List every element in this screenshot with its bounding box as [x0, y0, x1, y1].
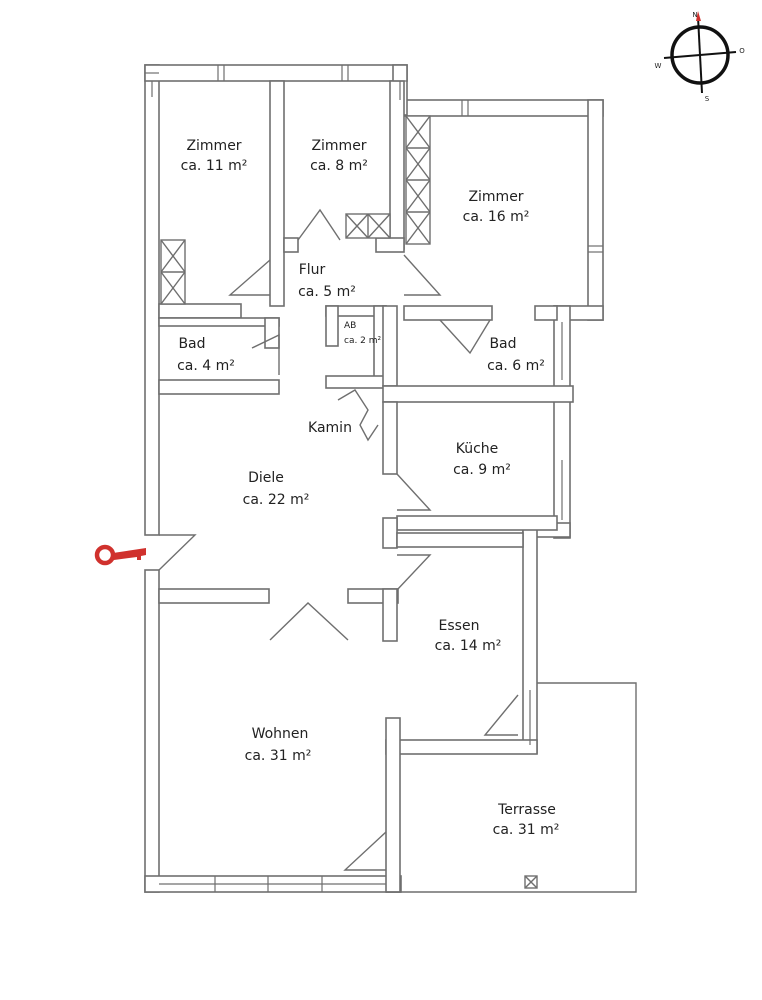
room-bad-2: Bad ca. 6 m²	[487, 336, 545, 374]
room-area: ca. 8 m²	[310, 158, 368, 174]
room-name: Flur	[299, 262, 326, 278]
room-zimmer-1: Zimmer ca. 11 m²	[181, 138, 248, 174]
windows	[145, 65, 603, 892]
room-area: ca. 9 m²	[453, 462, 511, 478]
compass-east: O	[739, 47, 745, 55]
room-terrasse: Terrasse ca. 31 m²	[493, 802, 560, 838]
room-name: Wohnen	[252, 726, 309, 742]
room-kueche: Küche ca. 9 m²	[453, 441, 511, 478]
kamin-label: Kamin	[308, 420, 352, 436]
north-arrow-icon	[696, 11, 701, 21]
terrace-outline	[386, 682, 637, 893]
shaft-boxes	[160, 115, 538, 889]
compass-west: W	[655, 62, 662, 70]
room-name: Zimmer	[186, 138, 241, 154]
compass-north: N	[692, 11, 697, 19]
room-wohnen: Wohnen ca. 31 m²	[245, 726, 312, 764]
room-area: ca. 22 m²	[243, 492, 310, 508]
room-area: ca. 14 m²	[435, 638, 502, 654]
interior-walls	[158, 80, 574, 642]
room-flur: Flur ca. 5 m²	[298, 262, 356, 300]
room-zimmer-3: Zimmer ca. 16 m²	[463, 189, 530, 225]
room-bad-1: Bad ca. 4 m²	[177, 336, 235, 374]
room-area: ca. 4 m²	[177, 358, 235, 374]
room-name: AB	[344, 321, 356, 331]
room-name: Zimmer	[468, 189, 523, 205]
room-name: Bad	[489, 336, 516, 352]
compass-icon: N O S W	[655, 11, 745, 103]
doors	[228, 208, 519, 871]
room-name: Küche	[456, 441, 499, 457]
room-zimmer-2: Zimmer ca. 8 m²	[310, 138, 368, 174]
room-name: Bad	[178, 336, 205, 352]
room-area: ca. 16 m²	[463, 209, 530, 225]
room-ab: AB ca. 2 m²	[344, 321, 382, 346]
room-area: ca. 31 m²	[493, 822, 560, 838]
room-name: Kamin	[308, 420, 352, 436]
compass-south: S	[705, 95, 710, 103]
room-diele: Diele ca. 22 m²	[243, 470, 310, 508]
room-area: ca. 6 m²	[487, 358, 545, 374]
room-name: Terrasse	[497, 802, 556, 818]
key-icon	[94, 544, 146, 566]
room-name: Zimmer	[311, 138, 366, 154]
room-name: Diele	[248, 470, 284, 486]
room-essen: Essen ca. 14 m²	[435, 618, 502, 654]
room-area: ca. 5 m²	[298, 284, 356, 300]
room-area: ca. 31 m²	[245, 748, 312, 764]
room-name: Essen	[439, 618, 480, 634]
entrance-door	[158, 534, 197, 571]
room-area: ca. 2 m²	[344, 336, 382, 346]
room-area: ca. 11 m²	[181, 158, 248, 174]
exterior-walls	[144, 64, 604, 893]
